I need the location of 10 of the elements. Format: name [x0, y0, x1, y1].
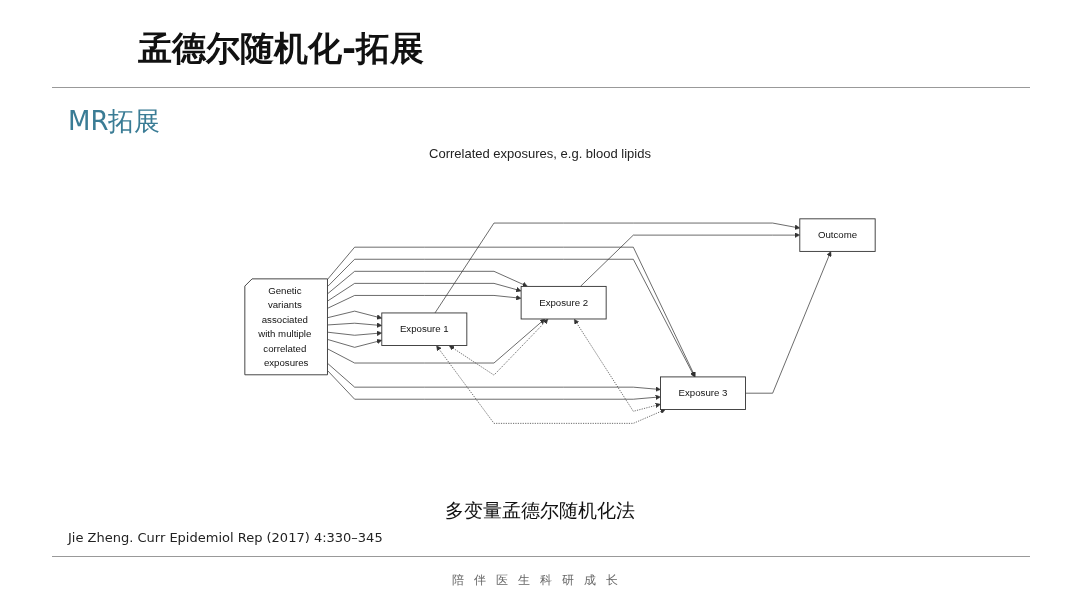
citation: Jie Zheng. Curr Epidemiol Rep (2017) 4:330–345	[68, 530, 383, 545]
slide-title: 孟德尔随机化-拓展	[138, 27, 425, 70]
group-label: Correlated exposures, e.g. blood lipids	[428, 146, 652, 161]
section-heading: MR拓展	[68, 105, 161, 138]
footer-slogan: 陪伴医生科研成长	[451, 572, 629, 589]
caption: 多变量孟德尔随机化法	[444, 498, 636, 523]
node-box: Exposure 2	[520, 285, 607, 320]
node-box: Exposure 3	[660, 376, 746, 410]
node-box: Outcome	[799, 218, 876, 252]
node-box: Exposure 1	[381, 312, 468, 346]
